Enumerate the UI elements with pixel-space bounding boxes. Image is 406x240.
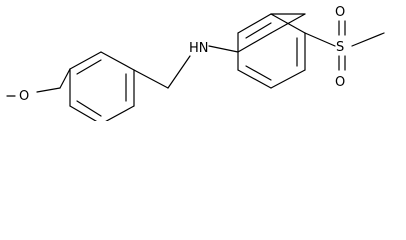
amine-label: HN	[189, 41, 209, 56]
ring1-bond	[105, 105, 135, 121]
methoxyphenyl-ring	[59, 51, 135, 121]
ring2-bond	[237, 69, 272, 89]
ring2-bond	[270, 69, 306, 89]
s-methyl-bond	[351, 32, 385, 47]
o-aryl-bond	[36, 87, 61, 93]
methylsulfonyl-group: O S O	[304, 5, 385, 90]
ring1-bond	[59, 68, 71, 89]
ring2-bond	[237, 13, 272, 34]
n-aryl-bond	[208, 45, 239, 53]
sulfonyl-oxygen-top-label: O	[335, 5, 345, 20]
ring1-bond	[100, 51, 135, 71]
ring1-bond	[69, 51, 102, 70]
ring2-bond	[237, 32, 272, 53]
sulfonylphenyl-ring	[237, 13, 306, 89]
ch2-n-bond	[167, 55, 191, 89]
methoxy-group: O	[6, 87, 61, 104]
ring1-inner-bond	[76, 100, 102, 117]
sulfur-label: S	[336, 40, 344, 55]
ring2-bond	[270, 13, 306, 34]
ring1-inner-bond	[76, 59, 102, 75]
aryl-s-bond	[304, 32, 336, 47]
methoxy-oxygen-label: O	[19, 89, 29, 104]
ring2-inner-bond	[245, 22, 272, 39]
chemical-structure-diagram: O HN	[6, 5, 385, 121]
ring2-inner-bond	[245, 65, 272, 81]
benzylamine-linker: HN	[133, 41, 239, 89]
ring1-bond	[69, 105, 98, 121]
aryl-ch2-bond	[133, 69, 169, 89]
sulfonyl-oxygen-bottom-label: O	[335, 75, 345, 90]
structure-canvas: O HN	[6, 5, 385, 121]
